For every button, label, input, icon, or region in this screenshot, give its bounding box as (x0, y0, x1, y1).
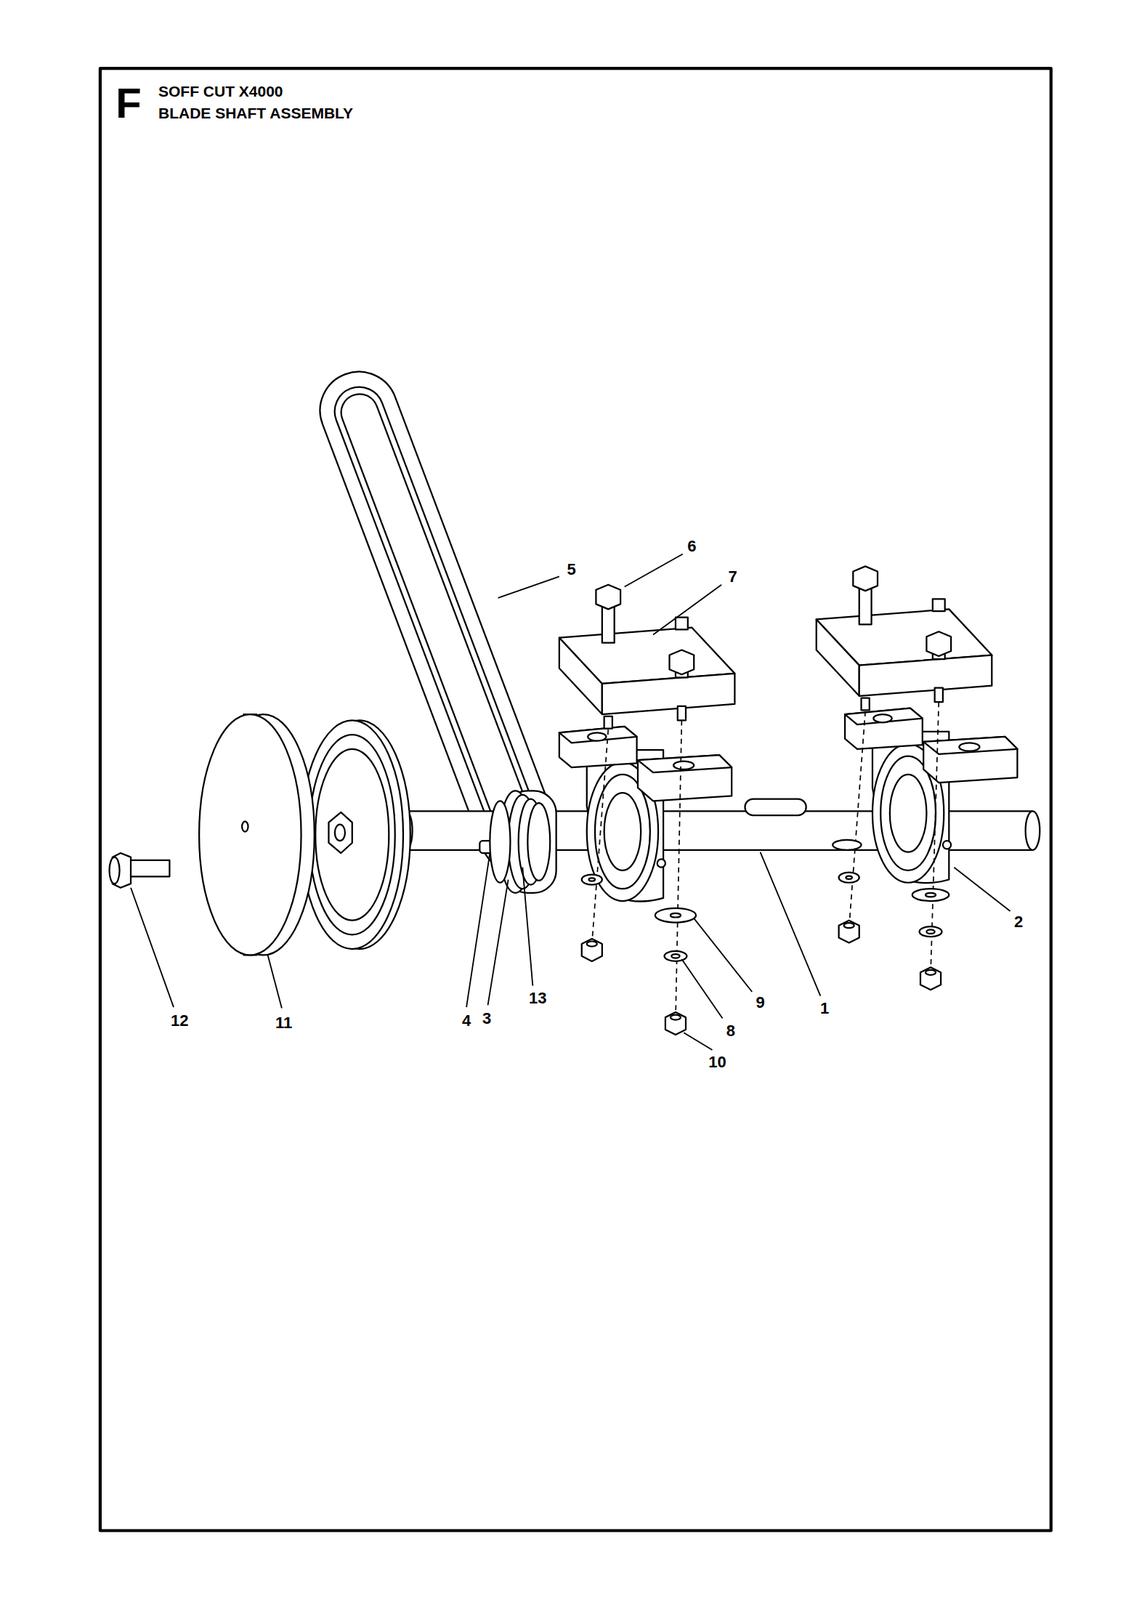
callout-number: 2 (1014, 913, 1023, 931)
page-frame (100, 68, 1052, 1530)
callout-number: 11 (275, 1014, 293, 1032)
section-letter: F (115, 82, 141, 125)
callout-number: 7 (728, 568, 738, 586)
washer-nut-set (581, 839, 950, 1035)
title: SOFF CUT X4000 BLADE SHAFT ASSEMBLY (158, 80, 365, 125)
assembly-path (592, 701, 939, 1020)
pillow-block (559, 726, 732, 902)
callout-number: 6 (687, 537, 696, 556)
title-spacer (310, 80, 365, 103)
bolt (109, 852, 170, 888)
callout-number: 13 (528, 989, 547, 1007)
callout-number: 3 (482, 1009, 492, 1028)
callout-number: 9 (755, 993, 765, 1012)
callout-number: 1 (820, 999, 829, 1018)
pulley (301, 719, 411, 949)
callout-number: 5 (567, 560, 577, 579)
callout-number: 10 (708, 1053, 726, 1071)
cover-disc (199, 714, 315, 955)
leader-line (130, 554, 1011, 1051)
callout-number: 4 (462, 1011, 471, 1030)
clamp-bar (559, 584, 736, 729)
callout-number: 8 (726, 1022, 736, 1040)
callout-number: 12 (170, 1011, 189, 1030)
